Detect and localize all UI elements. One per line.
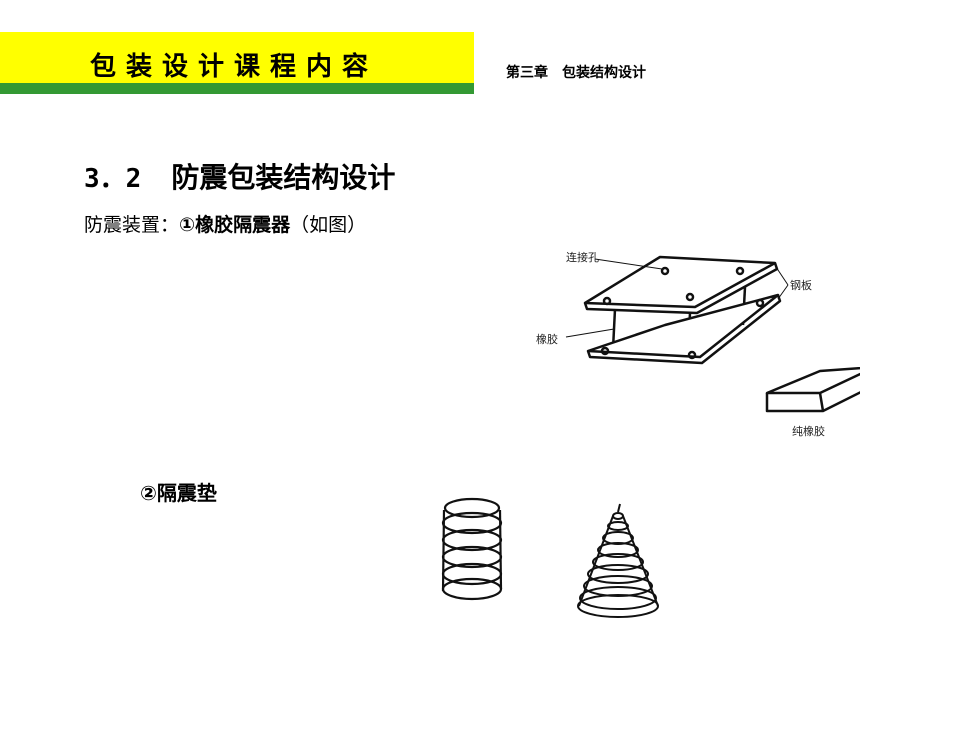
chapter-title: 第三章 包装结构设计 (506, 65, 646, 81)
cylindrical-spring (441, 497, 503, 601)
device-intro-suffix: （如图） (290, 214, 367, 236)
section-title-text: 防震包装结构设计 (171, 161, 396, 194)
section-heading: 3．2 防震包装结构设计 (84, 156, 395, 196)
device-item-2: ②隔震垫 (140, 481, 217, 505)
label-connection-hole: 连接孔 (566, 251, 599, 264)
conical-spring (577, 503, 659, 618)
rubber-isolator-figure: 连接孔 钢板 橡胶 纯橡胶 (536, 251, 860, 438)
header-underline (0, 83, 474, 94)
label-steel-plate: 钢板 (790, 278, 812, 292)
device-item-1: ①橡胶隔震器 (179, 214, 291, 236)
label-pure-rubber: 纯橡胶 (792, 424, 825, 438)
device-intro-line: 防震装置：①橡胶隔震器（如图） (84, 210, 366, 237)
device-intro-prefix: 防震装置： (84, 214, 180, 236)
spring-pad-figure (441, 497, 659, 618)
label-rubber: 橡胶 (536, 332, 558, 346)
course-title: 包装设计课程内容 (90, 52, 379, 82)
section-number: 3．2 (84, 164, 142, 194)
